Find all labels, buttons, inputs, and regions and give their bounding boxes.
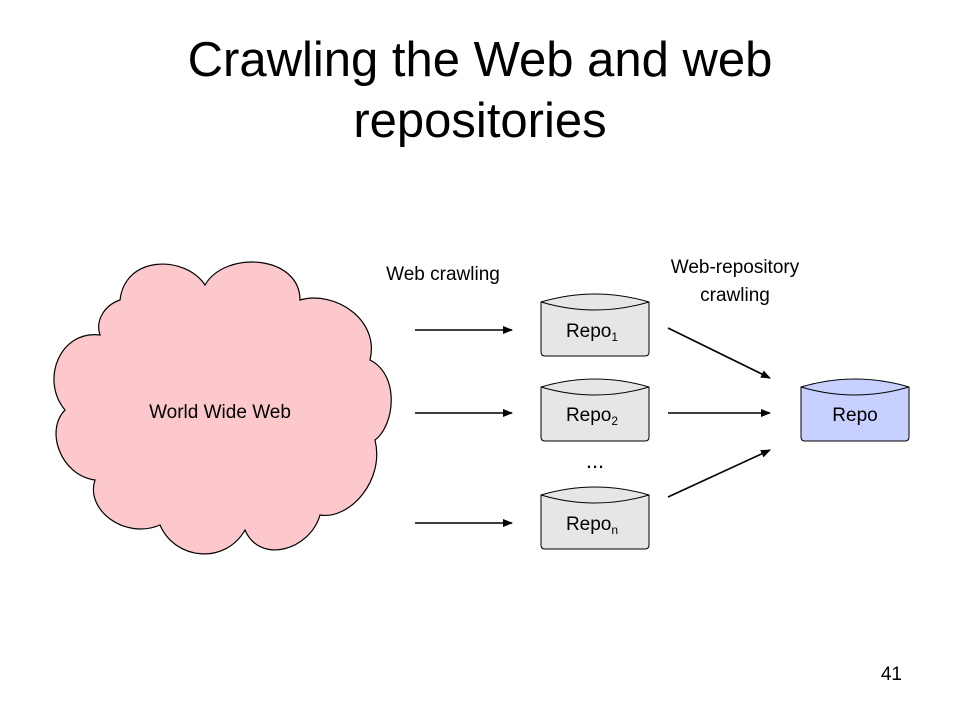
repo-2-label: Repo2 [566,405,618,428]
cloud-shape [53,261,392,555]
slide-title-line-1: Crawling the Web and web [187,33,773,87]
repo-1-subscript: 1 [611,330,618,344]
repo-2-cylinder: Repo2 [540,378,650,442]
target-repo-label: Repo [832,405,877,426]
repo-2-base: Repo [566,405,611,426]
repo-n-label: Repon [566,514,618,537]
repo-1-cylinder: Repo1 [540,293,650,357]
repo-2-subscript: 2 [611,414,618,428]
web-crawling-label: Web crawling [386,264,500,285]
slide-title: Crawling the Web and web repositories [80,30,880,152]
repo-ellipsis: ... [586,448,604,473]
world-wide-web-cloud: World Wide Web [53,261,392,555]
repo-n-subscript: n [611,523,618,537]
page-number: 41 [880,664,902,685]
cloud-label: World Wide Web [149,402,291,423]
repo-crawl-arrow-1 [667,327,771,379]
repository-crawling-label-line-1: Web-repository [671,257,800,278]
repo-1-base: Repo [566,321,611,342]
repository-crawling-label-line-2: crawling [700,285,770,306]
repo-1-label: Repo1 [566,321,618,344]
slide-title-line-2: repositories [353,94,607,148]
repo-n-cylinder: Repon [540,486,650,550]
target-repo-cylinder: Repo [800,378,910,442]
repo-n-base: Repo [566,514,611,535]
repo-crawl-arrow-n [667,449,771,498]
